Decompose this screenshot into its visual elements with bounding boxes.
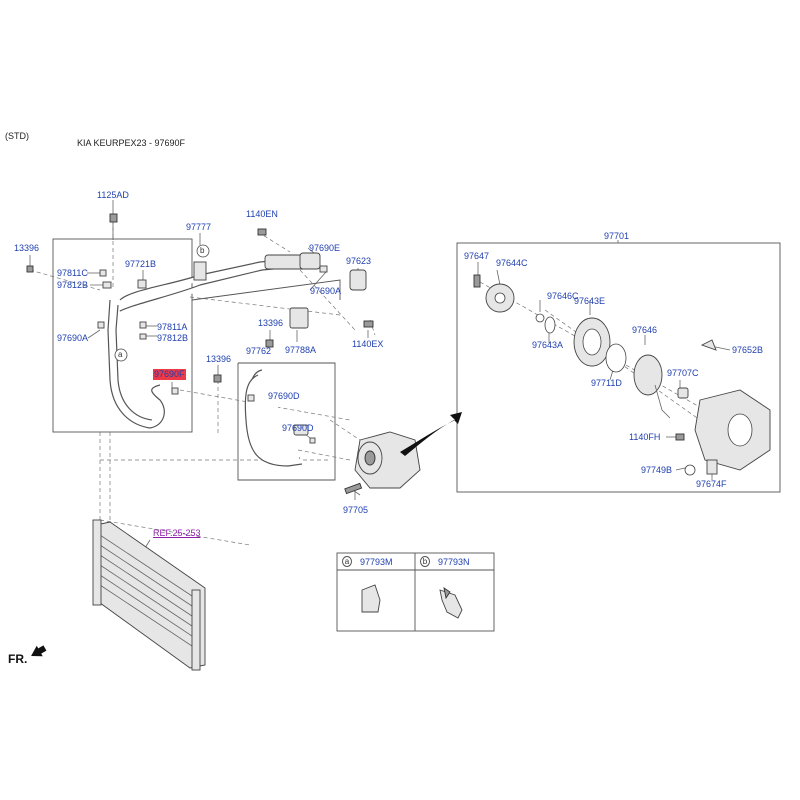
hose-assembly-box: [52, 238, 193, 433]
part-label-97811A[interactable]: 97811A: [157, 322, 188, 332]
ref-link-25-253[interactable]: REF.25-253: [153, 528, 201, 538]
nut-13396-low: [213, 374, 222, 383]
part-label-97777[interactable]: 97777: [186, 222, 212, 232]
clip-97793N-tab: [443, 587, 451, 600]
legend-part-97793M[interactable]: 97793M: [360, 557, 393, 567]
legend-table: [336, 552, 495, 632]
detail-arrow: [400, 412, 462, 456]
nut-13396-mid: [265, 339, 274, 348]
part-label-97644C[interactable]: 97644C: [496, 258, 528, 268]
part-label-97705[interactable]: 97705: [343, 505, 369, 515]
part-label-97701[interactable]: 97701: [604, 231, 630, 241]
sensor-97623: [349, 269, 367, 291]
part-label-97646[interactable]: 97646: [632, 325, 658, 335]
front-direction-label: FR.: [8, 652, 28, 666]
discharge-hose-box: [237, 362, 336, 481]
part-label-97623[interactable]: 97623: [346, 256, 372, 266]
part-label-97711D[interactable]: 97711D: [591, 378, 622, 388]
part-label-97647[interactable]: 97647: [464, 251, 490, 261]
condenser: [92, 519, 206, 671]
front-arrow-icon: [31, 645, 47, 657]
part-label-1125AD[interactable]: 1125AD: [97, 190, 129, 200]
legend-part-97793N[interactable]: 97793N: [438, 557, 470, 567]
model-line: KIA KEURPEX23 - 97690F: [77, 138, 186, 148]
part-label-97707C[interactable]: 97707C: [667, 368, 699, 378]
part-label-97788A[interactable]: 97788A: [285, 345, 317, 355]
part-label-97690F-highlighted[interactable]: 97690F: [153, 369, 186, 380]
part-label-97643A[interactable]: 97643A: [532, 340, 564, 350]
part-label-97749B[interactable]: 97749B: [641, 465, 673, 475]
part-label-97690D-upper[interactable]: 97690D: [268, 391, 300, 401]
discharge-hose: [244, 369, 316, 467]
callout-a-letter: a: [118, 350, 123, 359]
part-label-97811C[interactable]: 97811C: [57, 268, 88, 278]
part-label-97690D-lower[interactable]: 97690D: [282, 423, 314, 433]
callout-circle-b: [196, 244, 210, 258]
compressor-detail: [473, 274, 771, 476]
clip-97793M-icon: [361, 584, 381, 613]
part-label-97652B[interactable]: 97652B: [732, 345, 764, 355]
part-label-13396-low[interactable]: 13396: [206, 354, 232, 364]
part-label-97690A-right[interactable]: 97690A: [310, 286, 342, 296]
compressor-unit: [344, 431, 421, 496]
part-label-97812B-top[interactable]: 97812B: [57, 280, 89, 290]
bolt-1140EX: [363, 320, 374, 328]
legend-a-letter: a: [342, 556, 352, 567]
part-label-1140EX[interactable]: 1140EX: [352, 339, 384, 349]
legend-b-letter: b: [420, 556, 430, 567]
part-label-97762[interactable]: 97762: [246, 346, 272, 356]
part-label-97674F[interactable]: 97674F: [696, 479, 727, 489]
part-label-97812B-bottom[interactable]: 97812B: [157, 333, 189, 343]
part-label-13396-mid[interactable]: 13396: [258, 318, 284, 328]
compressor-box: [456, 242, 781, 493]
part-label-1140EN[interactable]: 1140EN: [246, 209, 278, 219]
callout-b-letter: b: [200, 246, 205, 255]
variant-label: (STD): [5, 131, 29, 141]
bolt-1125AD: [109, 213, 118, 240]
callout-circle-a: [114, 348, 128, 362]
part-label-97690E[interactable]: 97690E: [309, 243, 341, 253]
nut-13396-left: [26, 265, 34, 273]
hose-box-extension: [191, 279, 341, 301]
part-label-97646C[interactable]: 97646C: [547, 291, 579, 301]
clip-97793N-icon: [439, 589, 463, 619]
suction-pipe: [97, 252, 328, 429]
part-label-97643E[interactable]: 97643E: [574, 296, 606, 306]
part-label-13396-left[interactable]: 13396: [14, 243, 40, 253]
part-label-97690A-left[interactable]: 97690A: [57, 333, 89, 343]
bracket-97788A: [289, 307, 309, 329]
bolt-1140EN: [257, 228, 267, 236]
part-label-1140FH[interactable]: 1140FH: [629, 432, 661, 442]
part-label-97721B[interactable]: 97721B: [125, 259, 157, 269]
